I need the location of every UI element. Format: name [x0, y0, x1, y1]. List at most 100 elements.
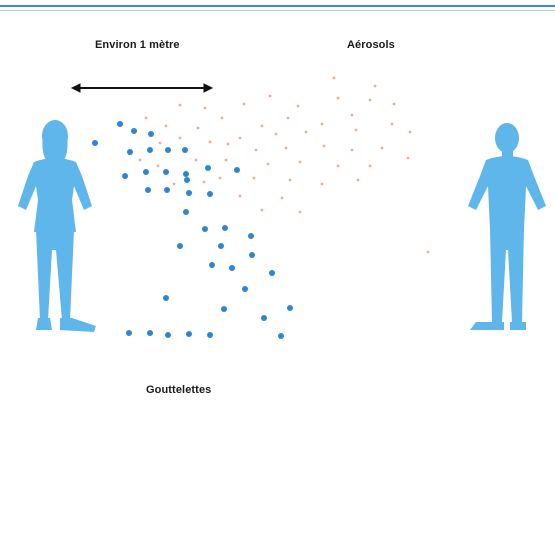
- aerosol-dot: [158, 141, 162, 145]
- aerosol-dot: [368, 98, 372, 102]
- droplet-dot: [177, 243, 183, 249]
- aerosol-dot: [260, 208, 264, 212]
- aerosol-dot: [224, 158, 228, 162]
- droplet-dot: [183, 209, 189, 215]
- aerosol-dot: [390, 122, 394, 126]
- droplet-dot: [117, 121, 123, 127]
- top-border: [0, 0, 555, 14]
- aerosol-dot: [178, 103, 182, 107]
- aerosol-dot: [354, 128, 358, 132]
- double-arrow-icon: [70, 83, 214, 93]
- aerosols-label: Aérosols: [347, 39, 395, 51]
- aerosol-dot: [350, 113, 354, 117]
- aerosol-dot: [238, 194, 242, 198]
- droplets-label: Gouttelettes: [146, 384, 212, 396]
- aerosol-dot: [304, 130, 308, 134]
- droplet-dot: [165, 332, 171, 338]
- droplet-dot: [165, 147, 171, 153]
- aerosol-dot: [280, 196, 284, 200]
- aerosol-dot: [226, 142, 230, 146]
- droplet-dot: [221, 306, 227, 312]
- aerosol-dot: [196, 126, 200, 130]
- aerosol-dot: [266, 162, 270, 166]
- aerosol-dot: [322, 144, 326, 148]
- droplet-dot: [122, 173, 128, 179]
- aerosol-dot: [156, 164, 160, 168]
- aerosol-dot: [194, 158, 198, 162]
- aerosol-dot: [408, 130, 412, 134]
- aerosol-dot: [350, 148, 354, 152]
- aerosol-dot: [298, 210, 302, 214]
- aerosol-dot: [336, 96, 340, 100]
- droplet-dot: [222, 225, 228, 231]
- aerosol-dot: [254, 148, 258, 152]
- aerosol-dot: [332, 76, 336, 80]
- aerosol-dot: [242, 102, 246, 106]
- aerosol-dot: [203, 106, 207, 110]
- droplet-dot: [229, 265, 235, 271]
- aerosol-dot: [368, 164, 372, 168]
- droplet-dot: [234, 167, 240, 173]
- droplet-dot: [248, 233, 254, 239]
- droplet-dot: [242, 286, 248, 292]
- aerosol-dot: [274, 132, 278, 136]
- aerosol-dot: [218, 176, 222, 180]
- droplet-dot: [269, 270, 275, 276]
- droplet-dot: [164, 187, 170, 193]
- aerosol-dot: [202, 180, 206, 184]
- aerosol-dot: [426, 250, 430, 254]
- aerosol-dot: [356, 178, 360, 182]
- droplet-dot: [278, 333, 284, 339]
- droplet-dot: [163, 295, 169, 301]
- aerosol-dot: [138, 158, 142, 162]
- aerosol-dot: [238, 136, 242, 140]
- aerosol-dot: [392, 102, 396, 106]
- droplet-dot: [184, 177, 190, 183]
- droplet-dot: [143, 169, 149, 175]
- droplet-dot: [147, 147, 153, 153]
- aerosol-dot: [260, 124, 264, 128]
- aerosol-dot: [208, 140, 212, 144]
- droplet-dot: [183, 171, 189, 177]
- droplet-dot: [218, 243, 224, 249]
- aerosol-dot: [144, 116, 148, 120]
- droplet-dot: [163, 169, 169, 175]
- aerosol-dot: [406, 156, 410, 160]
- droplet-dot: [249, 252, 255, 258]
- droplet-dot: [126, 330, 132, 336]
- droplet-dot: [209, 262, 215, 268]
- droplet-dot: [127, 149, 133, 155]
- droplet-dot: [207, 191, 213, 197]
- man-silhouette-icon: [468, 123, 546, 330]
- droplet-dot: [287, 305, 293, 311]
- aerosol-dot: [268, 94, 272, 98]
- droplet-dot: [207, 332, 213, 338]
- droplet-dot: [147, 330, 153, 336]
- aerosol-dot: [284, 146, 288, 150]
- droplet-dot: [148, 131, 154, 137]
- droplet-dot: [145, 187, 151, 193]
- droplet-dot: [92, 140, 98, 146]
- aerosol-dot: [336, 164, 340, 168]
- droplet-dot: [261, 315, 267, 321]
- aerosol-dot: [252, 176, 256, 180]
- aerosol-dot: [172, 182, 176, 186]
- droplet-dot: [131, 128, 137, 134]
- droplet-dot: [186, 331, 192, 337]
- aerosol-dot: [373, 84, 377, 88]
- woman-silhouette-icon: [18, 120, 96, 332]
- aerosol-dot: [178, 136, 182, 140]
- aerosol-dot: [320, 122, 324, 126]
- aerosol-dot: [380, 146, 384, 150]
- aerosol-dot: [164, 124, 168, 128]
- distance-label: Environ 1 mètre: [95, 39, 180, 51]
- aerosol-dot: [220, 116, 224, 120]
- droplet-dot: [205, 165, 211, 171]
- aerosol-dot: [296, 104, 300, 108]
- aerosol-dot: [298, 160, 302, 164]
- aerosol-dot: [320, 182, 324, 186]
- droplet-dot: [186, 190, 192, 196]
- droplets-cluster: [92, 121, 293, 339]
- aerosol-dot: [286, 116, 290, 120]
